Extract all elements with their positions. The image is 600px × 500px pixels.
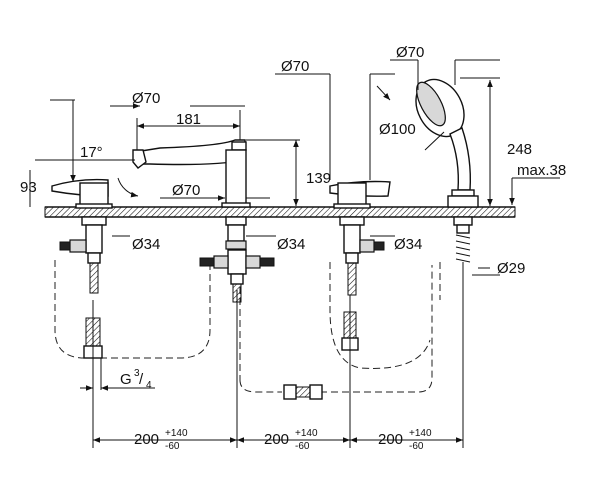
label-d70-handshower: Ø70 [396,44,424,61]
spacing-tol-plus-3: +140 [409,428,432,439]
label-max38: max.38 [517,162,566,179]
spacing-value-2: 200 [264,431,289,448]
spacing-tol-plus-1: +140 [165,428,188,439]
label-181: 181 [176,111,201,128]
spacing-tol-minus-2: -60 [295,441,310,452]
label-d34-right: Ø34 [394,236,422,253]
spacing-value-1: 200 [134,431,159,448]
dimension-labels: Ø70 181 17° 93 Ø70 139 Ø70 Ø70 Ø100 248 … [20,44,566,452]
label-d29: Ø29 [497,260,525,277]
label-d70-spout: Ø70 [132,90,160,107]
hand-shower [415,78,479,300]
right-handle-valve [329,180,391,296]
spout-assembly [132,139,275,303]
hose-routing-dashed [54,260,441,393]
label-thread-slash: / [139,371,144,388]
label-thread-den: 4 [146,380,152,391]
spacing-tol-minus-1: -60 [165,441,180,452]
label-17-degree: 17° [80,144,103,161]
label-d100: Ø100 [379,121,416,138]
label-d70-handle: Ø70 [281,58,309,75]
label-thread-g: G [120,371,132,388]
label-139: 139 [306,170,331,187]
spacing-value-3: 200 [378,431,403,448]
label-d34-center: Ø34 [277,236,305,253]
label-248: 248 [507,141,532,158]
label-thread-num: 3 [134,368,140,379]
spacing-tol-plus-2: +140 [295,428,318,439]
label-93: 93 [20,179,37,196]
countertop [44,206,516,218]
dimension-lines [29,59,560,448]
spacing-tol-minus-3: -60 [409,441,424,452]
label-d34-left: Ø34 [132,236,160,253]
left-handle-valve [51,178,113,294]
label-d70-base: Ø70 [172,182,200,199]
